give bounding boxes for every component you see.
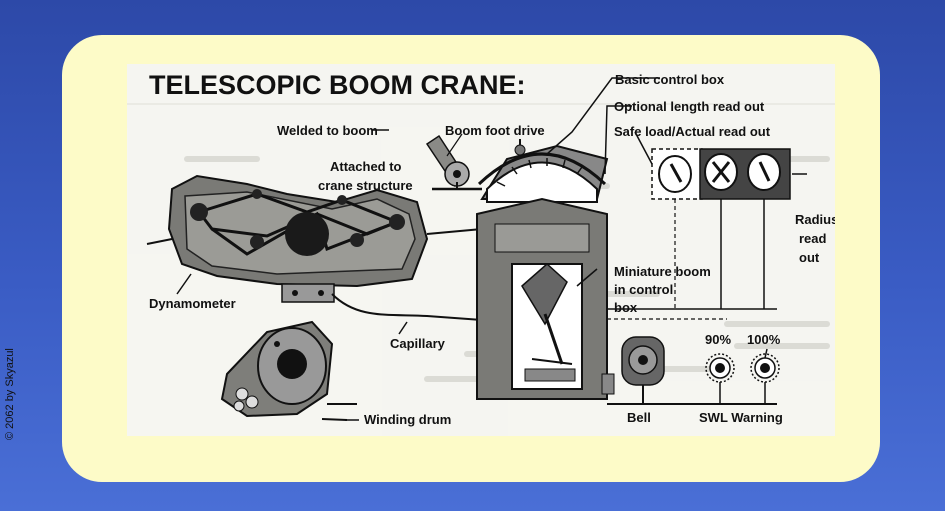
- capillary-line: [331, 293, 498, 322]
- label-basic-control-box: Basic control box: [615, 72, 725, 87]
- readout-gauges: [607, 148, 791, 320]
- label-bell: Bell: [627, 410, 651, 425]
- label-safe-load: Safe load/Actual read out: [614, 124, 771, 139]
- label-boom-foot-drive: Boom foot drive: [445, 123, 545, 138]
- label-attached-to: Attached to: [330, 159, 402, 174]
- label-out: out: [799, 250, 820, 265]
- label-90-percent: 90%: [705, 332, 731, 347]
- dynamometer-drawing: [146, 174, 483, 303]
- label-100-percent: 100%: [747, 332, 781, 347]
- diagram-title: TELESCOPIC BOOM CRANE:: [149, 70, 526, 100]
- label-swl-warning: SWL Warning: [699, 410, 783, 425]
- copyright-text: © 2062 by Skyazul: [4, 348, 16, 440]
- label-crane-structure: crane structure: [318, 178, 413, 193]
- swl-warning-lights: [705, 353, 780, 404]
- bell-drawing: [607, 336, 777, 405]
- boom-foot-drive-drawing: [425, 133, 482, 191]
- label-dynamometer: Dynamometer: [149, 296, 236, 311]
- label-winding-drum: Winding drum: [364, 412, 451, 427]
- label-in-control: in control: [614, 282, 673, 297]
- label-welded-to-boom: Welded to boom: [277, 123, 378, 138]
- crane-diagram-svg: TELESCOPIC BOOM CRANE:: [127, 64, 835, 436]
- label-read: read: [799, 231, 827, 246]
- label-optional-length: Optional length read out: [614, 99, 765, 114]
- control-box-drawing: [476, 139, 615, 400]
- label-capillary: Capillary: [390, 336, 446, 351]
- label-box: box: [614, 300, 638, 315]
- leader-lines: [176, 77, 807, 421]
- winding-drum-drawing: [220, 320, 357, 421]
- label-miniature-boom: Miniature boom: [614, 264, 711, 279]
- crane-diagram: TELESCOPIC BOOM CRANE:: [127, 64, 835, 436]
- label-radius: Radius: [795, 212, 835, 227]
